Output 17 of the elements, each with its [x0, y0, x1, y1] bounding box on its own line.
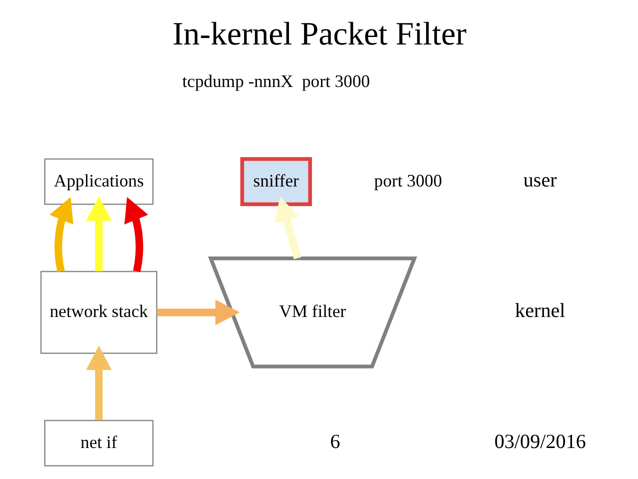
node-box: network stack	[40, 270, 157, 354]
arrow	[124, 196, 148, 272]
node-box: Applications	[44, 158, 154, 205]
node-label: tcpdump -nnnX port 3000	[182, 71, 370, 91]
label: user	[522, 169, 556, 192]
label: 03/09/2016	[494, 430, 586, 453]
arrow	[156, 300, 240, 326]
node-label: port 3000	[374, 170, 442, 190]
label: 6	[330, 430, 340, 453]
arrow	[49, 196, 73, 272]
arrow	[274, 196, 301, 260]
arrow	[86, 196, 112, 272]
node-box: net if	[44, 420, 154, 466]
label: kernel	[514, 300, 565, 322]
arrow	[86, 346, 112, 420]
node-box: sniffer	[240, 157, 312, 206]
diagram-title: In-kernel Packet Filter	[172, 16, 466, 52]
